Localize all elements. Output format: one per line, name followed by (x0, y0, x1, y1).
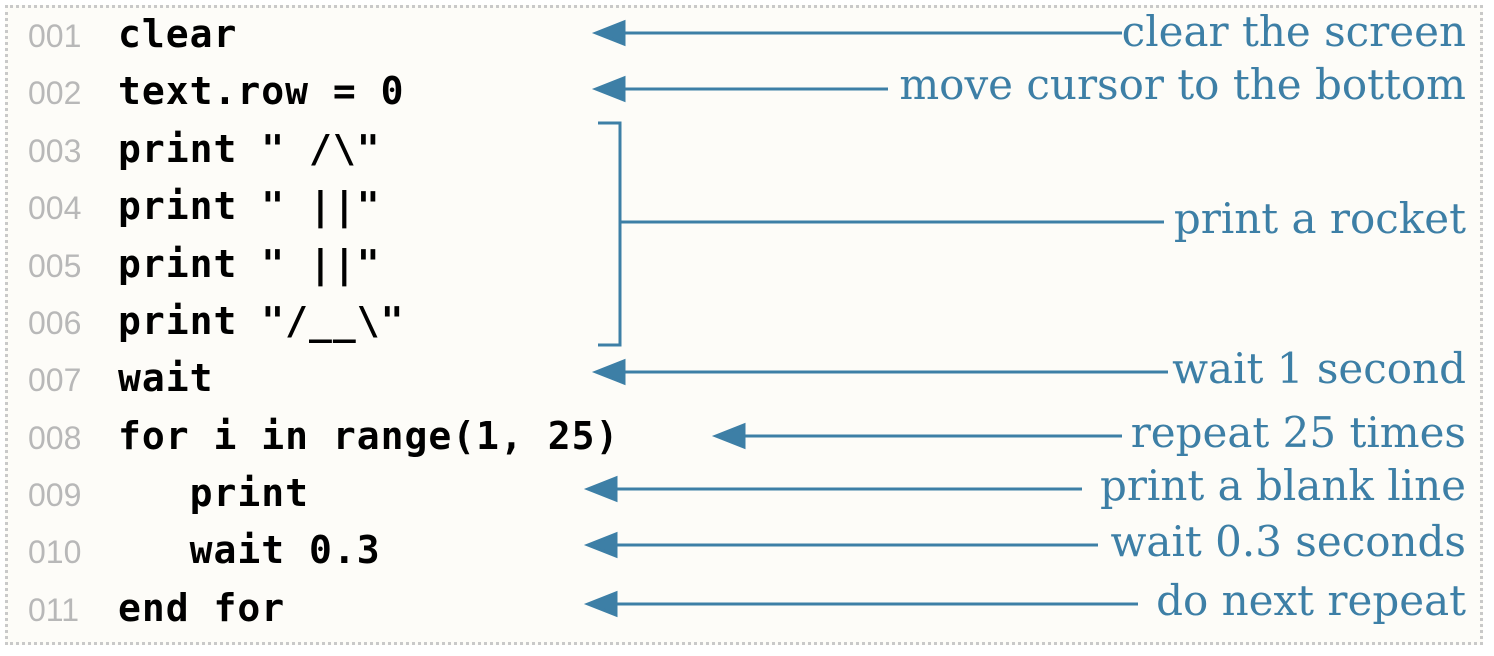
annotation-print-rocket: print a rocket (1173, 194, 1466, 243)
arrowhead-icon (591, 358, 626, 386)
line-number: 004 (28, 190, 82, 226)
code-text: print " /\" (118, 127, 381, 171)
line-number: 002 (28, 75, 82, 111)
code-panel (5, 5, 1483, 645)
arrowhead-icon (583, 531, 618, 559)
code-text: print " ||" (118, 184, 381, 228)
line-number: 006 (28, 305, 82, 341)
arrowhead-icon (711, 422, 746, 450)
arrowhead-icon (583, 590, 618, 618)
arrowhead-icon (591, 19, 626, 47)
code-text: clear (118, 12, 238, 56)
arrowhead-icon (583, 475, 618, 503)
code-text: text.row = 0 (118, 69, 405, 113)
line-number: 009 (28, 477, 82, 513)
code-text: wait 0.3 (118, 528, 381, 572)
code-text: wait (118, 356, 214, 400)
arrowhead-icon (591, 75, 626, 103)
line-number: 001 (28, 18, 82, 54)
annotation-repeat-25: repeat 25 times (1130, 408, 1466, 457)
line-number: 007 (28, 362, 82, 398)
code-text: print "/__\" (118, 299, 405, 343)
code-text: for i in range(1, 25) (118, 414, 620, 458)
code-text: end for (118, 586, 286, 630)
code-text: print (118, 471, 310, 515)
annotation-clear-screen: clear the screen (1121, 7, 1466, 56)
line-number: 010 (28, 534, 82, 570)
line-number: 003 (28, 133, 82, 169)
line-number: 008 (28, 420, 82, 456)
annotation-wait-0-3: wait 0.3 seconds (1110, 517, 1466, 566)
annotation-print-blank: print a blank line (1099, 461, 1466, 510)
annotation-move-cursor: move cursor to the bottom (899, 60, 1466, 109)
line-number: 011 (28, 592, 80, 628)
code-text: print " ||" (118, 242, 381, 286)
annotation-next-repeat: do next repeat (1156, 576, 1466, 625)
line-number: 005 (28, 248, 82, 284)
bracket (598, 121, 622, 347)
annotation-wait-1-second: wait 1 second (1172, 344, 1466, 393)
